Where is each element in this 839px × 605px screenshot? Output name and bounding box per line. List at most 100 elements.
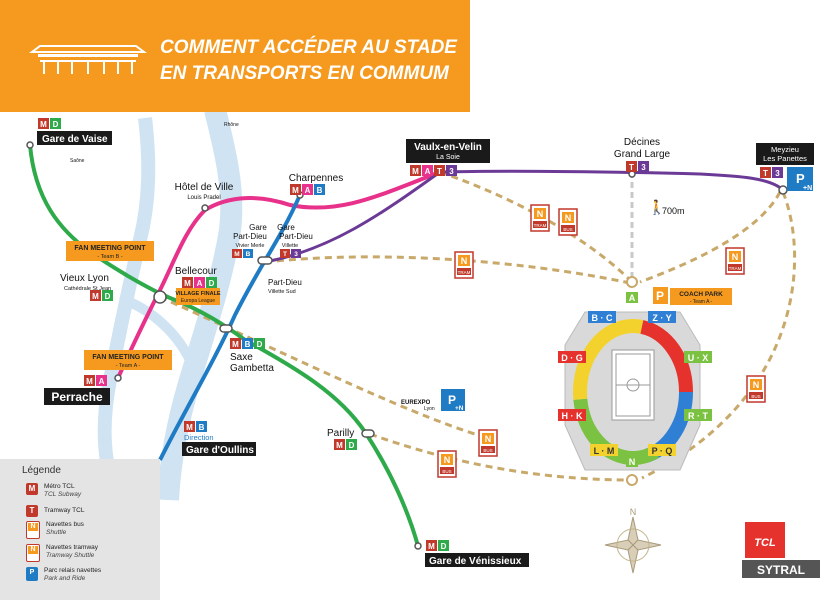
eurexpo-sub: Lyon [424,406,435,412]
svg-text:N: N [444,455,451,465]
svg-text:D: D [209,279,215,288]
station-perrache: Perrache M A [44,375,110,405]
svg-text:Parilly: Parilly [327,428,354,439]
svg-text:Louis Pradel: Louis Pradel [187,195,220,201]
svg-text:- Team A -: - Team A - [116,363,141,369]
svg-text:H · K: H · K [562,411,583,421]
svg-text:M: M [92,292,99,301]
svg-text:Les Panettes: Les Panettes [763,154,807,163]
legend-item-label: Métro TCL [44,483,75,490]
svg-text:A: A [305,186,311,195]
svg-text:FAN MEETING POINT: FAN MEETING POINT [92,354,164,361]
svg-text:B: B [246,251,251,258]
svg-text:U · X: U · X [688,353,709,363]
svg-text:B: B [317,186,323,195]
svg-text:Europa League: Europa League [181,298,215,304]
park-ride-icon: P [26,567,38,581]
fan-meeting-point-b: FAN MEETING POINT - Team B - [66,241,154,261]
svg-text:M: M [428,542,435,551]
svg-text:A: A [197,279,203,288]
legend-item-sub: TCL Subway [44,491,82,498]
svg-text:N: N [461,256,468,266]
svg-text:Vivier Merle: Vivier Merle [236,243,265,249]
svg-text:M: M [336,441,343,450]
station-gare-d-oullins: Gare d'Oullins M B Direction [182,421,256,456]
svg-text:P: P [656,289,664,303]
metro-icon: M [26,483,38,495]
svg-text:N: N [753,380,760,390]
tram-line-t3 [264,169,785,264]
svg-text:BUS: BUS [442,469,451,474]
svg-text:D: D [441,542,447,551]
shuttle-lines [159,170,797,482]
svg-text:D: D [349,441,355,450]
svg-text:Part-Dieu: Part-Dieu [233,232,267,241]
legend-item-tram: T Tramway TCL [26,505,84,517]
compass-label: N [630,507,637,517]
svg-text:N: N [629,457,636,467]
svg-text:Perrache: Perrache [51,390,103,404]
svg-text:Décines: Décines [624,137,660,148]
svg-text:D: D [105,292,111,301]
svg-text:B · C: B · C [592,313,613,323]
svg-text:BUS: BUS [483,448,492,453]
svg-text:BUS: BUS [751,394,760,399]
svg-text:A: A [629,293,636,303]
svg-text:Bellecour: Bellecour [175,266,217,277]
svg-text:La Soie: La Soie [436,154,460,161]
saone-label: Saône [70,158,85,164]
svg-text:Gare de Vaise: Gare de Vaise [42,134,108,145]
svg-text:Cathédrale St Jean: Cathédrale St Jean [64,286,111,292]
coach-park: P COACH PARK - Team A - [653,287,732,305]
svg-text:Charpennes: Charpennes [289,173,343,184]
svg-text:TRAM: TRAM [458,270,471,275]
svg-text:3: 3 [641,163,646,172]
station-vieux-lyon: Vieux Lyon Cathédrale St Jean M D [60,273,113,301]
svg-text:+N: +N [455,405,464,412]
shuttle-tram-badge-partdieu: N TRAM [454,251,474,279]
svg-text:R · T: R · T [688,411,708,421]
station-decines: Décines Grand Large T 3 [614,137,671,172]
legend-item-sub: Tramway Shuttle [46,552,95,559]
svg-text:T: T [283,251,287,258]
svg-text:Villette: Villette [282,243,298,249]
svg-text:M: M [40,120,47,129]
station-bellecour: Bellecour M A D [175,266,217,288]
svg-text:3: 3 [775,169,780,178]
stadium [564,311,701,471]
stadium-zones: A B · C Z · Y D · G U · X H · K R · T L … [558,292,712,467]
station-gare-de-venissieux: Gare de Vénissieux M D [425,540,529,567]
tram-shuttle-icon: N [26,544,40,562]
svg-text:- Team B -: - Team B - [97,254,122,260]
svg-text:TRAM: TRAM [729,266,742,271]
svg-text:Gare d'Oullins: Gare d'Oullins [186,445,254,456]
station-gare-de-vaise: Gare de Vaise M D [37,118,112,145]
svg-text:M: M [186,423,193,432]
svg-text:Grand Large: Grand Large [614,149,671,160]
svg-text:A: A [425,167,431,176]
svg-text:TCL: TCL [754,537,776,549]
svg-text:3: 3 [294,251,298,258]
metro-line-b [158,194,302,461]
svg-text:FAN MEETING POINT: FAN MEETING POINT [74,245,146,252]
station-charpennes: Charpennes M A B [289,173,343,195]
svg-text:Gare: Gare [249,223,267,232]
svg-text:Gambetta: Gambetta [230,363,274,374]
svg-text:SYTRAL: SYTRAL [757,563,805,577]
station-saxe-gambetta: M B D Saxe Gambetta [230,338,274,374]
svg-text:N: N [732,252,739,262]
svg-text:Hôtel de Ville: Hôtel de Ville [175,182,234,193]
shuttle-bus-badge-parilly: N BUS [437,450,457,478]
svg-text:M: M [232,340,239,349]
legend-item-label: Navettes bus [46,521,84,528]
svg-text:Direction: Direction [184,433,214,442]
svg-text:Part-Dieu: Part-Dieu [279,232,313,241]
svg-text:- Team A -: - Team A - [690,299,713,305]
station-gare-part-dieu-vivier-merle: Gare Part-Dieu Vivier Merle M B [232,223,267,258]
legend-item-sub: Shuttle [46,529,67,536]
svg-text:T: T [629,163,634,172]
station-vaulx-en-velin: Vaulx-en-Velin La Soie M A T 3 [406,139,490,176]
